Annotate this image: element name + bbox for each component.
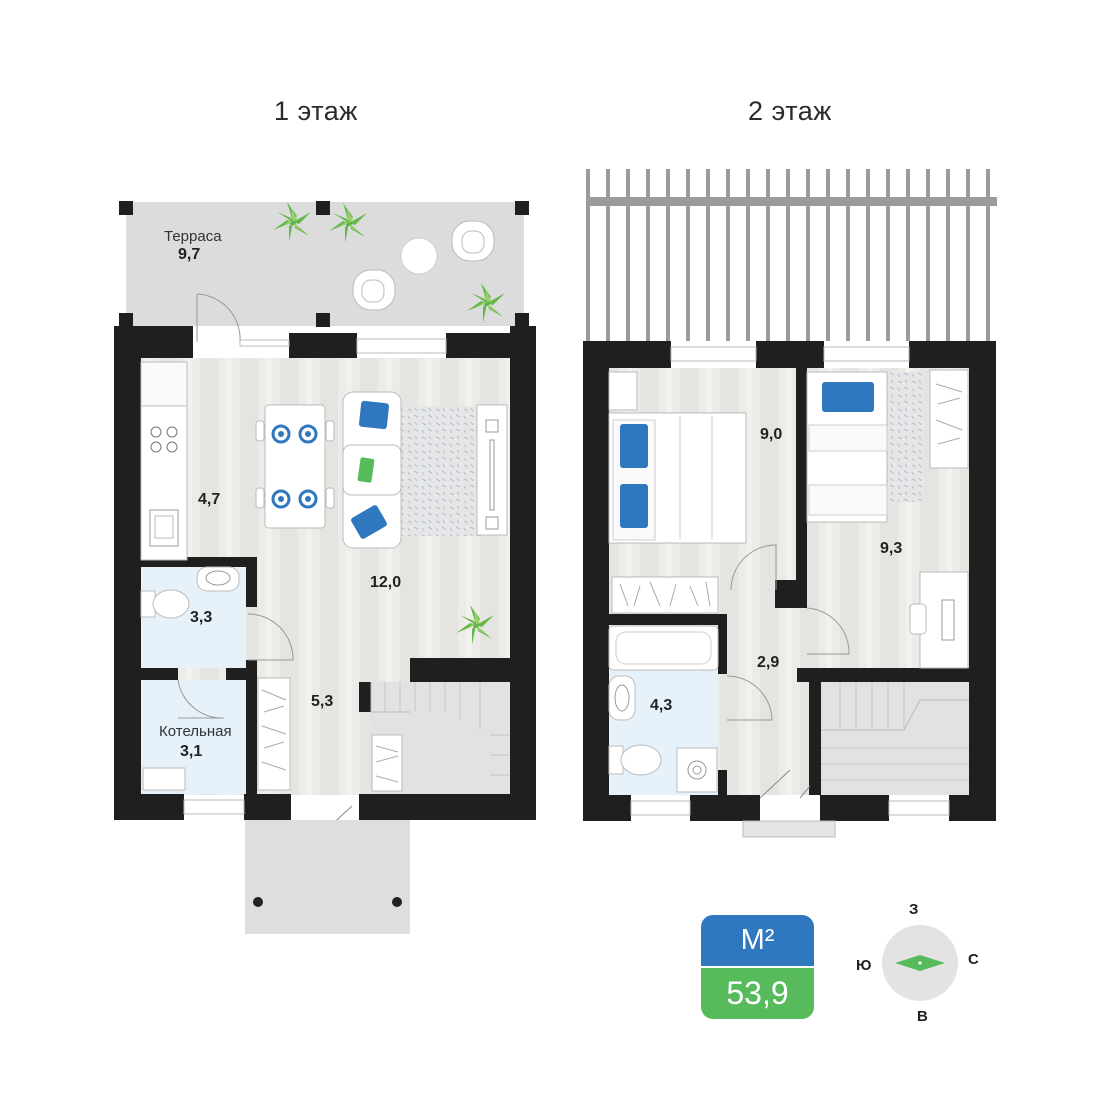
total-area-badge: М² 53,9 xyxy=(701,915,814,1019)
window xyxy=(823,346,910,362)
terrace-post xyxy=(515,313,529,327)
door-swing xyxy=(730,544,777,591)
total-area-value: 53,9 xyxy=(701,968,814,1019)
sink xyxy=(608,675,636,721)
living-room-area: 12,0 xyxy=(370,574,402,591)
terrace-post xyxy=(119,201,133,215)
kitchen-area: 4,7 xyxy=(198,491,221,508)
roof-rails xyxy=(586,169,997,341)
single-bed xyxy=(806,371,888,523)
terrace-label: Терраса xyxy=(164,228,222,245)
terrace-chair xyxy=(451,220,495,262)
nightstand xyxy=(608,371,638,411)
wardrobe xyxy=(929,369,969,469)
bathtub xyxy=(608,625,719,671)
door-swing xyxy=(177,679,225,719)
bathroom2-area: 4,3 xyxy=(650,697,673,714)
window xyxy=(356,338,447,354)
hall2-area: 2,9 xyxy=(757,654,780,671)
toilet xyxy=(608,744,662,776)
terrace-post xyxy=(119,313,133,327)
bathroom-area: 3,3 xyxy=(190,609,213,626)
wardrobe xyxy=(611,576,719,614)
door-swing xyxy=(726,675,773,721)
door-swing xyxy=(196,293,241,343)
terrace-post xyxy=(316,201,330,215)
compass-east-label: В xyxy=(917,1008,928,1025)
terrace-area: 9,7 xyxy=(178,246,201,263)
bedroom1-area: 9,0 xyxy=(760,426,783,443)
terrace-chair xyxy=(352,269,396,311)
terrace-post xyxy=(316,313,330,327)
tv-unit xyxy=(476,404,508,536)
area-unit: М² xyxy=(701,915,814,966)
window xyxy=(630,800,691,816)
porch-post xyxy=(253,897,263,907)
window xyxy=(670,346,757,362)
walls-floor1 xyxy=(114,326,536,820)
entrance-porch xyxy=(245,820,410,934)
door-swing xyxy=(806,607,850,655)
wardrobe xyxy=(257,677,291,791)
kitchen-counter xyxy=(140,361,188,561)
balcony-door xyxy=(759,769,811,799)
boiler-room-label: Котельная xyxy=(159,723,232,740)
window xyxy=(888,800,950,816)
bedroom2-area: 9,3 xyxy=(880,540,903,557)
hall-area: 5,3 xyxy=(311,693,334,710)
compass xyxy=(882,925,958,1001)
shower xyxy=(676,747,718,793)
terrace-post xyxy=(515,201,529,215)
floor-1-title: 1 этаж xyxy=(274,96,358,126)
balcony xyxy=(742,820,836,838)
boiler-room-area: 3,1 xyxy=(180,743,203,760)
door-swing xyxy=(247,613,294,661)
boiler xyxy=(142,767,186,791)
sofa xyxy=(342,391,402,549)
walls-floor2 xyxy=(583,341,996,821)
compass-west-label: З xyxy=(909,901,919,918)
staircase xyxy=(370,682,510,794)
window xyxy=(183,799,245,815)
floor-2-title: 2 этаж xyxy=(748,96,832,126)
porch-post xyxy=(392,897,402,907)
staircase xyxy=(821,682,969,795)
toilet xyxy=(140,589,190,619)
desk xyxy=(909,571,969,669)
double-bed xyxy=(608,412,747,544)
dining-table xyxy=(255,404,335,529)
terrace-table xyxy=(400,237,438,275)
compass-north-label: С xyxy=(968,951,979,968)
compass-south-label: Ю xyxy=(856,957,872,974)
terrace-area xyxy=(126,202,524,326)
sink xyxy=(196,566,240,592)
